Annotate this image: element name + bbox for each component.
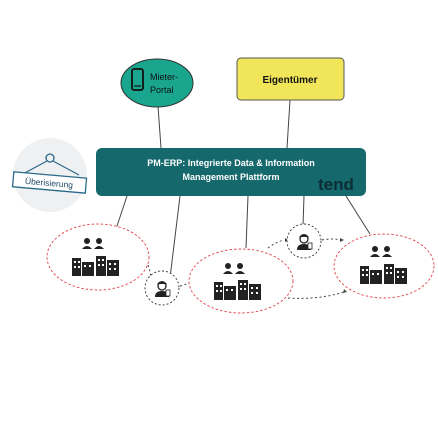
line-portal-platform [157,105,162,149]
brand-logo: tend [318,175,354,194]
arrow-center-to-right-bottom [287,291,345,299]
tenant-portal-label-2: Portal [150,85,174,95]
line-platform-center [245,195,249,249]
tenant-portal-node: Mieter- Portal [120,58,194,108]
arrowhead-4 [343,289,347,293]
platform-node: PM-ERP: Integrierte Data & Information M… [96,148,366,196]
owner-label: Eigentümer [262,75,317,86]
platform-title-2: Management Plattform [182,172,279,182]
arrowhead-2 [285,238,288,242]
line-platform-right [345,195,371,235]
cluster-center [188,248,294,314]
cluster-right [333,233,435,299]
arrow-worker-b-to-right [321,238,341,241]
platform-title-1: PM-ERP: Integrierte Data & Information [147,158,315,168]
arrow-center-to-worker-b [267,239,285,249]
tenant-portal-label-1: Mieter- [150,72,178,82]
arrow-left-to-worker-a [147,264,152,284]
worker-node-a [144,270,180,306]
line-platform-worker-a [169,195,181,279]
sign-label: Überisierung [25,176,74,190]
line-platform-worker-b [302,195,305,227]
line-platform-left [114,195,128,233]
arrowhead-3 [340,238,344,242]
connector-lines [114,99,371,279]
smartphone-icon [131,68,144,91]
worker-node-b [286,223,322,259]
line-owner-platform [286,99,291,149]
cluster-left [46,223,150,291]
owner-node: Eigentümer [236,57,345,101]
hanging-sign-icon: Überisierung [11,138,88,212]
